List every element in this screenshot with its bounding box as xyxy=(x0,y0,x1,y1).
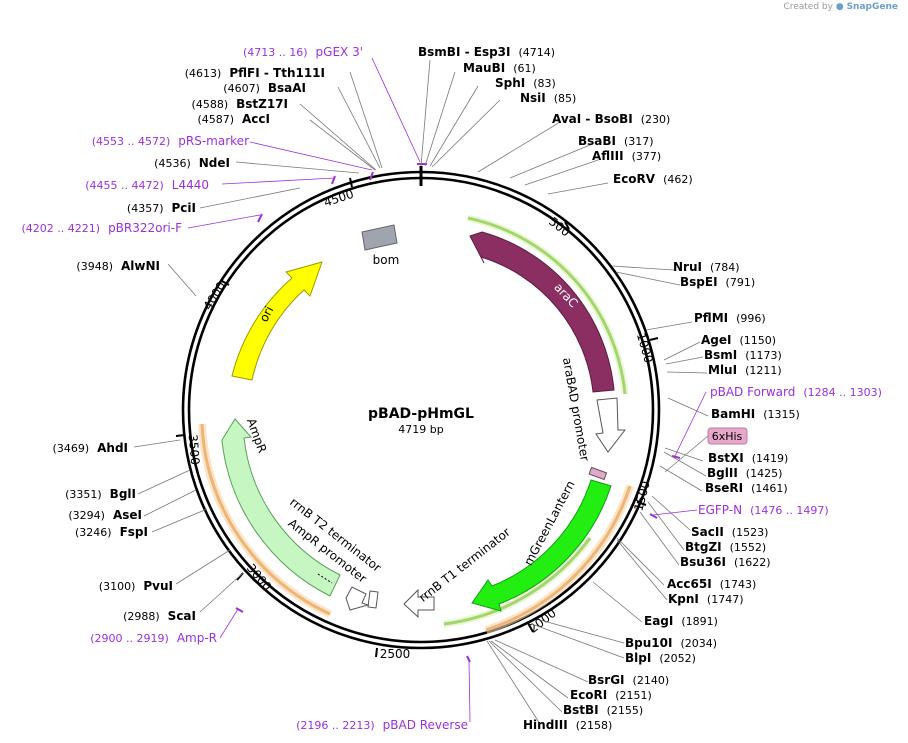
site-agei: AgeI(1150) xyxy=(701,333,776,347)
site-bspei: BspEI(791) xyxy=(680,275,755,289)
site-ahdi: (3469)AhdI xyxy=(53,441,128,455)
primer-amp-r: (2900 .. 2919)Amp-R xyxy=(90,631,217,645)
site-sphi: SphI(83) xyxy=(495,76,556,90)
ampr-promoter-arrow xyxy=(345,586,370,611)
site-nrui: NruI(784) xyxy=(673,260,740,274)
site-acci: (4587)AccI xyxy=(197,112,270,126)
primer-l4440: (4455 .. 4472)L4440 xyxy=(85,178,209,192)
site-pflmi: PflMI(996) xyxy=(694,311,766,325)
primer-pbr322ori-f: (4202 .. 4221)pBR322ori-F xyxy=(22,221,183,235)
site-btgzi: BtgZI(1552) xyxy=(685,540,766,554)
site-labels: BsmBI - Esp3I(4714) MauBI(61) SphI(83) N… xyxy=(53,45,800,732)
site-bstxi: BstXI(1419) xyxy=(708,451,788,465)
site-bsrgi: BsrGI(2140) xyxy=(588,673,669,687)
site-eagi: EagI(1891) xyxy=(644,614,718,628)
primer-egfp-n: EGFP-N(1476 .. 1497) xyxy=(698,503,829,517)
site-asei: (3294)AseI xyxy=(68,508,142,522)
primer-pgex3: (4713 .. 16)pGEX 3' xyxy=(243,45,363,59)
mgreenlantern-arrow xyxy=(471,479,612,612)
site-bsaai: (4607)BsaAI xyxy=(223,81,306,95)
site-alwni: (3948)AlwNI xyxy=(76,259,160,273)
primer-pbad-forward: pBAD Forward(1284 .. 1303) xyxy=(710,385,882,399)
arabad-promoter-arrow xyxy=(595,397,627,453)
tick-1000: 1000 xyxy=(634,331,659,365)
site-bstbi: BstBI(2155) xyxy=(563,703,643,717)
site-scai: (2988)ScaI xyxy=(123,609,196,623)
tick-label: 4000 xyxy=(201,279,229,312)
feature-label-ori: ori xyxy=(257,304,277,324)
site-mlui: MluI(1211) xyxy=(708,363,782,377)
site-ecorv: EcoRV(462) xyxy=(613,172,693,186)
credit-prefix: Created by xyxy=(783,2,833,12)
mgl-direction-arc-glow xyxy=(443,535,593,628)
primer-leader-lines xyxy=(187,57,707,723)
site-bglii: BglII(1425) xyxy=(707,466,782,480)
tick-label: 3500 xyxy=(186,434,203,466)
6xhis-label: 6xHis xyxy=(664,427,748,473)
site-bgli: (3351)BglI xyxy=(65,487,136,501)
primer-pbad-reverse: (2196 .. 2213)pBAD Reverse xyxy=(296,718,468,732)
leader-lines xyxy=(133,59,709,725)
site-nsii: NsiI(85) xyxy=(520,91,576,105)
site-hindiii: HindIII(2158) xyxy=(523,718,612,732)
site-bsabi: BsaBI(317) xyxy=(578,134,654,148)
rev-direction-arc-glow xyxy=(484,484,634,634)
site-bpu10i: Bpu10I(2034) xyxy=(625,636,717,650)
plasmid-name: pBAD-pHmGL xyxy=(368,406,474,422)
primer-prs-marker: (4553 .. 4572)pRS-marker xyxy=(92,134,249,148)
tick-label: 1000 xyxy=(634,331,656,364)
site-blpi: BlpI(2052) xyxy=(625,651,696,665)
credit-brand: SnapGene xyxy=(846,2,898,12)
site-bstz17i: (4588)BstZ17I xyxy=(192,97,288,111)
site-pvui: (3100)PvuI xyxy=(99,579,173,593)
feature-label-arabad-promoter: araBAD promoter xyxy=(560,356,592,462)
site-avai: AvaI - BsoBI(230) xyxy=(552,112,670,126)
site-bsu36i: Bsu36I(1622) xyxy=(680,555,771,569)
site-acc65i: Acc65I(1743) xyxy=(667,577,756,591)
tick-3500: 3500 xyxy=(175,434,203,466)
site-ecori: EcoRI(2151) xyxy=(570,688,652,702)
plasmid-length: 4719 bp xyxy=(398,423,443,436)
tick-label: 1500 xyxy=(631,479,652,512)
ampr-arrow xyxy=(221,418,341,597)
feature-label-bom: bom xyxy=(373,253,400,267)
site-ndei: (4536)NdeI xyxy=(154,156,230,170)
site-kpni: KpnI(1747) xyxy=(668,592,743,606)
site-pcii: (4357)PciI xyxy=(127,201,196,215)
tick-label: 2500 xyxy=(380,647,411,661)
arac-direction-arc-glow xyxy=(467,214,629,395)
site-fspi: (3246)FspI xyxy=(75,525,148,539)
rrnb-t2-terminator-arrow xyxy=(367,590,379,609)
site-bseri: BseRI(1461) xyxy=(705,481,788,495)
tick-1500: 1500 xyxy=(631,479,652,512)
arac-arrow xyxy=(469,231,615,393)
site-sacii: SacII(1523) xyxy=(691,525,768,539)
primer-labels: (4713 .. 16)pGEX 3' (4553 .. 4572)pRS-ma… xyxy=(22,45,882,732)
site-bsmbi: BsmBI - Esp3I(4714) xyxy=(418,45,555,59)
tick-4000: 4000 xyxy=(201,279,230,313)
site-maubi: MauBI(61) xyxy=(463,61,536,75)
snapgene-logo-icon: ● xyxy=(835,2,844,12)
site-pflfi: (4613)PflFI - Tth111I xyxy=(185,66,325,80)
site-bsmi: BsmI(1173) xyxy=(704,348,782,362)
primer-markers xyxy=(235,163,681,663)
tick-4500: 4500 xyxy=(322,177,355,210)
ampr-stop-mark xyxy=(317,573,333,584)
ampr-direction-arc-glow xyxy=(198,423,332,618)
site-afliii: AflIII(377) xyxy=(592,149,661,163)
bom-box xyxy=(361,224,398,251)
6xhis-label-text: 6xHis xyxy=(712,430,743,443)
primer-arcs xyxy=(198,214,634,634)
6xhis-box xyxy=(588,466,608,481)
snapgene-credit: Created by ● SnapGene xyxy=(783,2,898,12)
ori-arrow xyxy=(231,261,323,381)
tick-2500: 2500 xyxy=(375,647,411,661)
site-bamhi: BamHI(1315) xyxy=(711,407,800,421)
rrnb-t1-terminator-arrow xyxy=(403,588,435,619)
